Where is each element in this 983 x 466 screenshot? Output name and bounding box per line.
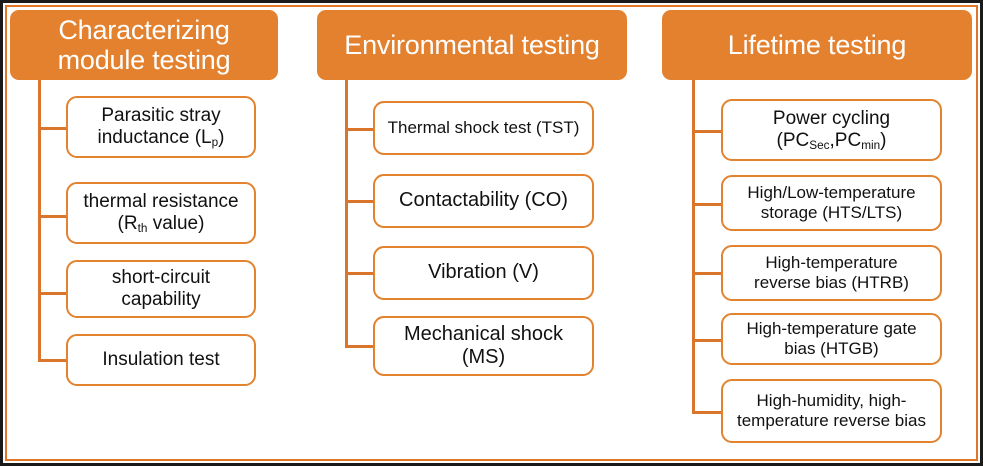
- node-label-line-2e: ): [880, 130, 887, 151]
- node-label-line-1: High/Low-temperature: [747, 183, 916, 203]
- node-high-temperature-gate-bias[interactable]: High-temperature gate bias (HTGB): [721, 313, 942, 365]
- node-high-temperature-reverse-bias[interactable]: High-temperature reverse bias (HTRB): [721, 245, 942, 301]
- column-header-line-1: Environmental testing: [344, 29, 600, 60]
- node-label-line-2a: inductance (L: [97, 127, 212, 148]
- connector-branch-thermal-shock-test: [345, 128, 375, 131]
- connector-branch-contactability: [345, 200, 375, 203]
- column-header-lifetime-testing[interactable]: Lifetime testing: [662, 10, 972, 80]
- column-header-line-1: Lifetime testing: [727, 29, 907, 60]
- connector-trunk-column-3: [692, 80, 695, 414]
- node-label-line-1: High-temperature gate: [746, 319, 917, 339]
- connector-branch-vibration: [345, 272, 375, 275]
- column-header-characterizing-module-testing[interactable]: Characterizing module testing: [10, 10, 278, 80]
- node-power-cycling[interactable]: Power cycling (PCSec,PCmin): [721, 99, 942, 161]
- node-high-humidity-high-temperature-reverse-bias[interactable]: High-humidity, high- temperature reverse…: [721, 379, 942, 443]
- connector-branch-short-circuit-capability: [38, 292, 68, 295]
- node-label-line-2: bias (HTGB): [784, 339, 879, 358]
- node-thermal-shock-test[interactable]: Thermal shock test (TST): [373, 101, 594, 155]
- node-vibration[interactable]: Vibration (V): [373, 246, 594, 300]
- node-high-low-temperature-storage[interactable]: High/Low-temperature storage (HTS/LTS): [721, 175, 942, 231]
- node-label-line-2: (MS): [461, 346, 506, 368]
- node-label-line-2: temperature reverse bias: [737, 411, 926, 430]
- node-label-line-1: Thermal shock test (TST): [387, 118, 580, 138]
- node-label-line-1: thermal resistance: [83, 190, 239, 212]
- node-thermal-resistance[interactable]: thermal resistance (Rth value): [66, 182, 256, 244]
- node-label-line-1: short-circuit: [111, 266, 211, 288]
- connector-trunk-column-2: [345, 80, 348, 348]
- node-label-line-2a: (PC: [776, 130, 810, 151]
- connector-branch-high-humidity-high-temperature-reverse-bias: [692, 411, 723, 414]
- node-mechanical-shock[interactable]: Mechanical shock (MS): [373, 316, 594, 376]
- node-label-line-2c: value): [147, 213, 205, 234]
- connector-branch-high-temperature-gate-bias: [692, 339, 723, 342]
- node-label-line-1: Vibration (V): [428, 261, 539, 284]
- column-header-line-1: Characterizing: [58, 14, 230, 45]
- node-label-line-1: High-humidity, high-: [756, 391, 907, 411]
- node-parasitic-stray-inductance[interactable]: Parasitic stray inductance (Lp): [66, 96, 256, 158]
- node-insulation-test[interactable]: Insulation test: [66, 334, 256, 386]
- connector-branch-thermal-resistance: [38, 215, 68, 218]
- connector-branch-parasitic-stray-inductance: [38, 127, 68, 130]
- node-label-subscript-sec: Sec: [809, 139, 830, 153]
- node-label-line-2c: ,PC: [829, 130, 862, 151]
- node-label-line-1: Insulation test: [102, 348, 220, 370]
- node-label-line-2: capability: [121, 289, 201, 310]
- connector-branch-power-cycling: [692, 130, 723, 133]
- node-label-line-1: Mechanical shock: [404, 322, 563, 345]
- node-label-line-1: Parasitic stray: [101, 104, 221, 126]
- node-label-line-1: Power cycling: [772, 107, 891, 129]
- node-label-subscript-min: min: [861, 139, 881, 153]
- node-label-line-2: reverse bias (HTRB): [754, 273, 909, 292]
- connector-branch-mechanical-shock: [345, 345, 375, 348]
- node-label-subscript: th: [137, 222, 148, 236]
- connector-trunk-column-1: [38, 80, 41, 362]
- node-label-line-1: Contactability (CO): [399, 189, 568, 212]
- node-label-line-2c: ): [218, 127, 225, 148]
- connector-branch-high-temperature-reverse-bias: [692, 272, 723, 275]
- connector-branch-high-low-temperature-storage: [692, 203, 723, 206]
- column-header-line-2: module testing: [57, 45, 231, 75]
- connector-branch-insulation-test: [38, 359, 68, 362]
- node-contactability[interactable]: Contactability (CO): [373, 174, 594, 228]
- node-label-line-2a: (R: [117, 213, 138, 234]
- node-label-subscript: p: [211, 136, 219, 150]
- node-label-line-1: High-temperature: [765, 253, 898, 273]
- column-header-environmental-testing[interactable]: Environmental testing: [317, 10, 627, 80]
- node-label-line-2: storage (HTS/LTS): [760, 203, 903, 222]
- node-short-circuit-capability[interactable]: short-circuit capability: [66, 260, 256, 318]
